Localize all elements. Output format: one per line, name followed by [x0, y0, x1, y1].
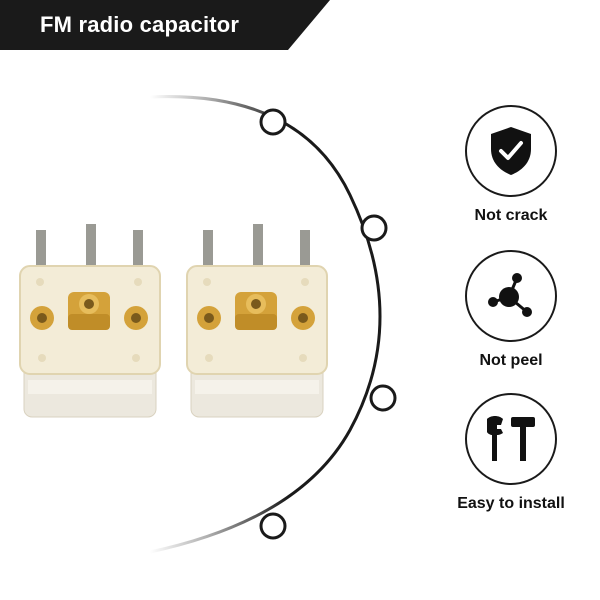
arc-node: [360, 214, 388, 242]
capacitor-image-2: [186, 224, 328, 418]
header-banner: FM radio capacitor: [0, 0, 330, 50]
feature-not-peel: Not peel: [436, 250, 586, 370]
tools-icon: [487, 416, 535, 461]
feature-icon-circle: [465, 393, 557, 485]
arc-node: [369, 384, 397, 412]
shield-check-icon: [491, 127, 531, 175]
molecule-icon: [488, 273, 532, 317]
capacitor-image-1: [19, 224, 161, 418]
arc-node: [259, 512, 287, 540]
arc-node: [259, 108, 287, 136]
feature-icon-circle: [465, 105, 557, 197]
feature-easy-to-install: Easy to install: [436, 393, 586, 513]
feature-label: Easy to install: [457, 495, 565, 512]
banner-shape: [0, 0, 330, 50]
feature-not-crack: Not crack: [436, 105, 586, 225]
feature-label: Not crack: [474, 207, 548, 224]
feature-icon-circle: [465, 250, 557, 342]
page-title: FM radio capacitor: [40, 12, 240, 37]
feature-label: Not peel: [479, 352, 543, 369]
